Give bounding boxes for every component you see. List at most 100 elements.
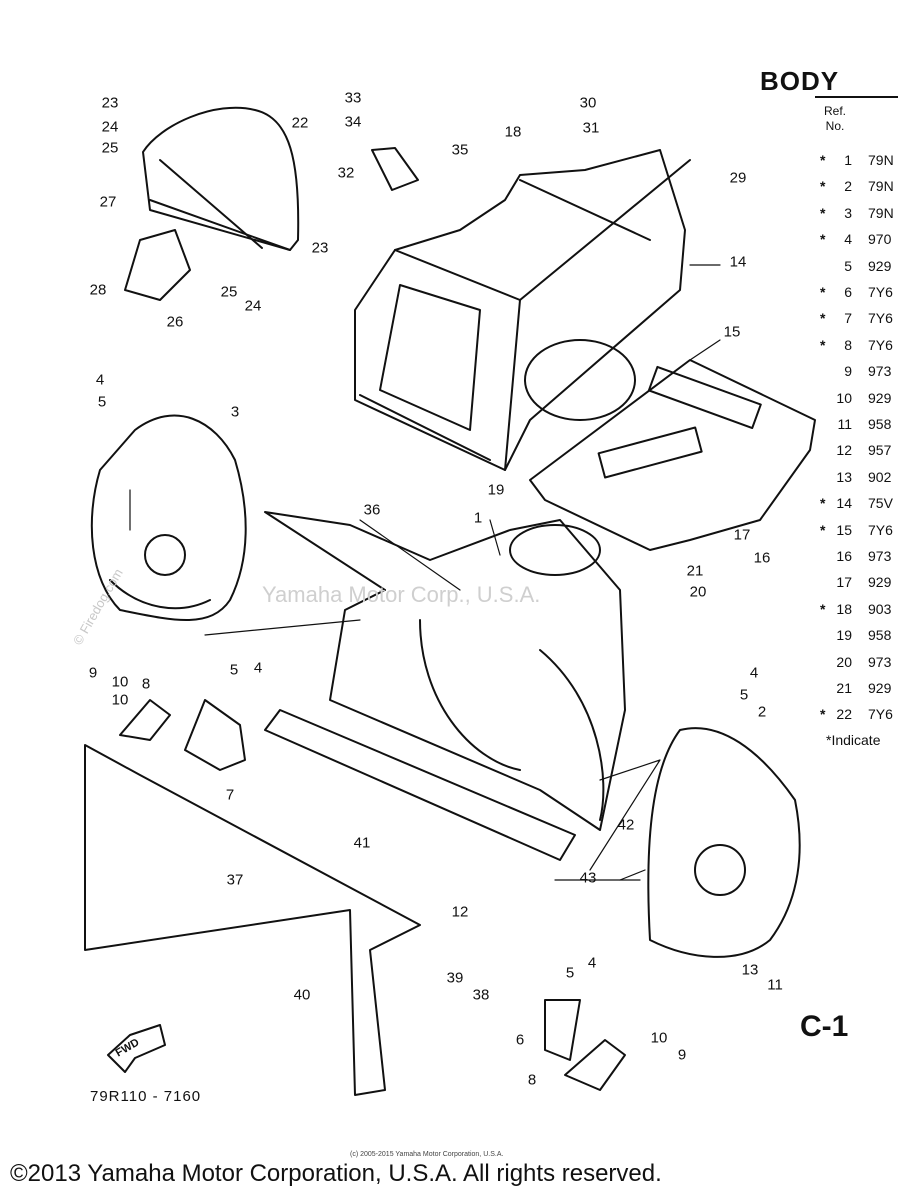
part-code: 957 (868, 442, 892, 459)
table-row: 19 958 (808, 627, 898, 653)
callout-label: 4 (587, 954, 597, 972)
ref-number: 19 (836, 627, 852, 644)
table-row: 12 957 (808, 442, 898, 468)
ref-number: 5 (844, 257, 852, 274)
table-row: 5 929 (808, 258, 898, 284)
ref-number: 17 (836, 574, 852, 591)
part-code: 79N (868, 152, 894, 168)
ref-number: 21 (836, 680, 852, 696)
callout-label: 10 (650, 1029, 668, 1047)
callout-label: 18 (504, 123, 522, 141)
footnote: *Indicate (826, 732, 881, 748)
callout-label: 41 (353, 834, 371, 852)
table-row: 10 929 (808, 390, 898, 416)
callout-label: 10 (111, 691, 129, 709)
watermark-text: Yamaha Motor Corp., U.S.A. (262, 582, 541, 607)
frame-part-14 (354, 149, 691, 471)
part-code: 929 (868, 389, 892, 406)
part-code: 79N (868, 204, 894, 221)
callout-label: 25 (101, 139, 119, 157)
ref-number: 13 (836, 468, 852, 485)
callout-label: 42 (617, 816, 635, 834)
part-code: 75V (868, 495, 893, 512)
callout-label: 9 (88, 664, 98, 682)
callout-label: 36 (363, 501, 381, 519)
table-row: 13 902 (808, 469, 898, 495)
scraper-bar-part-41 (264, 709, 576, 861)
part-code: 973 (868, 363, 892, 380)
callout-label: 13 (741, 961, 759, 979)
bracket-part-8-left (119, 699, 171, 741)
callout-label: 5 (565, 964, 575, 982)
bracket-part-32 (371, 147, 419, 191)
auger-housing-part-1 (264, 511, 626, 831)
callout-label: 9 (677, 1046, 687, 1064)
bracket-part-8-right (564, 1039, 626, 1091)
callout-label: 14 (729, 253, 747, 271)
star-marker: * (820, 495, 826, 512)
ref-number: 6 (844, 284, 852, 300)
callout-label: 24 (101, 118, 119, 136)
table-row: 21 929 (808, 680, 898, 706)
title-underline (815, 96, 898, 98)
part-code: 929 (868, 574, 892, 591)
ref-number: 8 (844, 336, 852, 353)
part-code: 929 (868, 680, 892, 696)
table-row: 17 929 (808, 574, 898, 600)
drawing-number: 79R110 - 7160 (90, 1088, 202, 1105)
callout-label: 12 (451, 903, 469, 921)
ref-number: 2 (844, 178, 852, 195)
part-code: 958 (868, 627, 892, 644)
ref-no-header: Ref. No. (824, 104, 846, 134)
callout-label: 23 (311, 239, 329, 257)
callout-label: 16 (753, 549, 771, 567)
frame-wing-part-37 (84, 744, 421, 1096)
callout-label: 33 (344, 89, 362, 107)
callout-label: 8 (527, 1071, 537, 1089)
plate-part-15 (529, 359, 816, 551)
part-code: 929 (868, 257, 892, 274)
page-code: C-1 (800, 1010, 849, 1043)
callout-label: 40 (293, 986, 311, 1004)
callout-label: 20 (689, 583, 707, 601)
part-code: 79N (868, 178, 894, 195)
ref-number: 12 (836, 442, 852, 459)
ref-number: 15 (836, 521, 852, 538)
callout-label: 5 (97, 393, 107, 411)
ref-number: 20 (836, 653, 852, 670)
star-marker: * (820, 204, 826, 221)
callout-label: 22 (291, 114, 309, 132)
part-code: 7Y6 (868, 284, 893, 300)
ref-number: 16 (836, 548, 852, 564)
ref-number: 18 (836, 600, 852, 617)
callout-label: 4 (253, 659, 263, 677)
callout-label: 38 (472, 986, 490, 1004)
star-marker: * (820, 521, 826, 538)
callout-label: 6 (515, 1031, 525, 1049)
callout-label: 34 (344, 113, 362, 131)
part-code: 902 (868, 468, 892, 485)
star-marker: * (820, 336, 826, 353)
callout-label: 21 (686, 562, 704, 580)
no-label: No. (825, 119, 845, 133)
callout-label: 4 (749, 664, 759, 682)
part-code: 7Y6 (868, 521, 893, 538)
fwd-arrow-icon (107, 1024, 166, 1073)
ref-number: 10 (836, 389, 852, 406)
callout-label: 25 (220, 283, 238, 301)
section-title: BODY (760, 66, 840, 96)
ref-number: 7 (844, 310, 852, 327)
side-plate-part-2 (647, 727, 801, 958)
